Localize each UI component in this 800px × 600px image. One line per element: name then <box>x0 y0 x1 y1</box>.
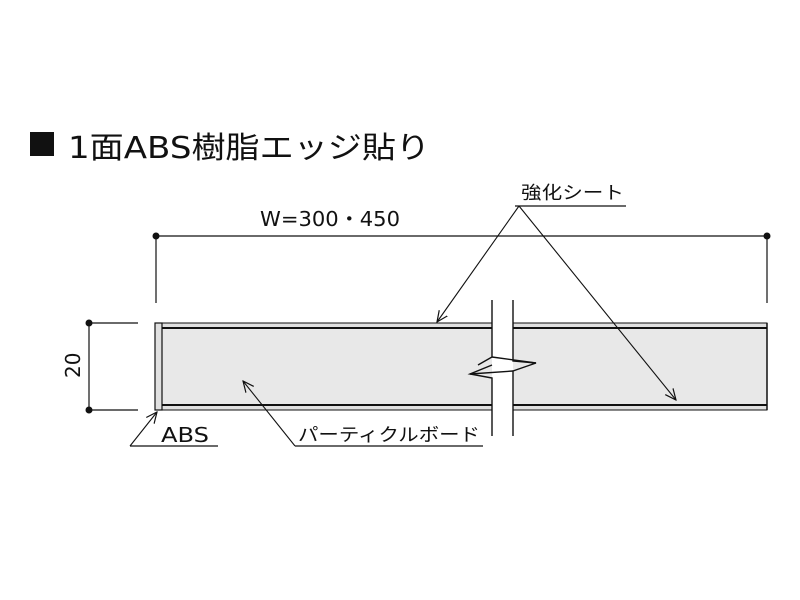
thickness-dimension <box>85 319 138 414</box>
title-square-icon <box>30 132 54 156</box>
core-label: パーティクルボード <box>298 425 480 446</box>
board-cross-section <box>154 322 768 411</box>
abs-edge <box>154 322 163 411</box>
abs-label: ABS <box>161 423 209 447</box>
sheet-leader-top <box>437 205 520 322</box>
thickness-label: 20 <box>61 353 85 378</box>
sheet-label: 強化シート <box>521 183 624 204</box>
sheet-leader-bottom <box>518 205 676 400</box>
break-mark <box>467 300 537 436</box>
core-leader <box>243 381 296 447</box>
abs-leader <box>129 412 157 447</box>
width-label: W=300・450 <box>260 207 400 231</box>
width-dimension <box>152 232 771 303</box>
page-title: 1面ABS樹脂エッジ貼り <box>68 131 430 166</box>
